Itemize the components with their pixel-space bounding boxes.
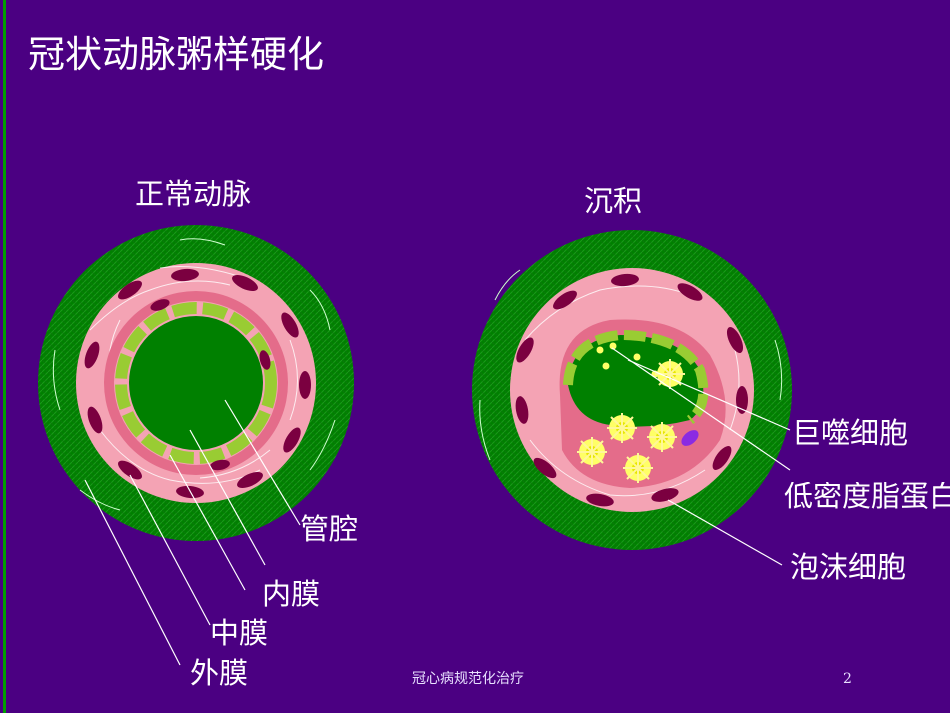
smooth-muscle-cells	[515, 273, 748, 507]
deposit-leader-lines	[611, 347, 791, 566]
page-number: 2	[843, 671, 852, 687]
label-lumen: 管腔	[300, 512, 359, 546]
deposit-artery-heading: 沉积	[584, 184, 643, 218]
deposit-artery	[472, 230, 792, 566]
label-macrophage: 巨噬细胞	[792, 416, 909, 450]
lumen-area	[568, 335, 704, 427]
lumen-area	[129, 316, 263, 450]
normal-artery	[38, 225, 354, 666]
label-intima: 内膜	[262, 577, 321, 611]
normal-leader-lines	[84, 399, 301, 666]
smooth-muscle-cells	[84, 268, 311, 499]
ldl-particles	[596, 342, 659, 378]
macrophage-cell	[681, 430, 699, 446]
footer-text: 冠心病规范化治疗	[412, 671, 524, 687]
slide-title: 冠状动脉粥样硬化	[28, 33, 324, 76]
adventitia-fibers	[479, 269, 783, 461]
left-accent-bar	[3, 0, 6, 713]
label-media: 中膜	[210, 616, 269, 650]
label-foam-cell: 泡沫细胞	[790, 550, 907, 584]
adventitia-fibers	[52, 238, 336, 511]
label-ldl: 低密度脂蛋白	[784, 482, 950, 511]
endothelium	[563, 329, 709, 424]
normal-artery-heading: 正常动脉	[135, 177, 252, 211]
endothelium-ring	[115, 302, 277, 464]
label-adventitia: 外膜	[190, 656, 249, 690]
